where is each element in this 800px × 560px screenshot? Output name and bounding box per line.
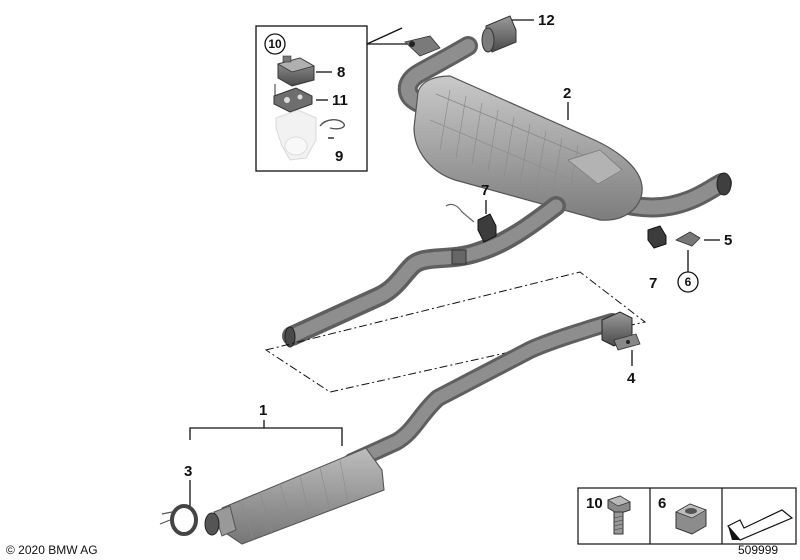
flap-housing-ghost [275,109,317,161]
callout-12: 12 [538,12,555,29]
detail-inset [255,25,410,172]
svg-text:6: 6 [685,275,692,289]
parts-legend: 10 6 [577,487,797,545]
rear-muffler-part [397,35,732,221]
pipe-clamp-part [601,311,641,351]
spring-clip-part [319,119,345,130]
callout-11: 11 [332,92,348,109]
callout-7-top: 7 [481,182,489,199]
flap-actuator-part [276,55,316,87]
shape-symbol-icon [727,509,794,541]
svg-text:10: 10 [268,37,282,51]
circled-callout-6: 6 [677,271,699,293]
tailpipe-trim-part [481,15,517,53]
copyright-text: © 2020 BMW AG [6,543,98,557]
callout-4: 4 [627,370,636,387]
callout-7-right: 7 [649,275,657,292]
callout-5: 5 [724,232,732,249]
legend-label-10: 10 [586,495,603,512]
circled-callout-10: 10 [264,33,286,55]
bolt-icon [607,495,631,535]
hanger-bracket-part [675,231,701,247]
front-pipe-catalyst-part [204,313,621,545]
nut-icon [675,503,707,535]
rubber-mount-part-b [647,225,667,249]
leader-lines [189,19,720,506]
callout-3: 3 [184,463,192,480]
diagram-number: 509999 [738,543,778,557]
callout-2: 2 [563,85,571,102]
callout-8: 8 [337,64,345,81]
gasket-ring-part [159,504,198,536]
rubber-mount-part-a [445,203,497,243]
callout-1: 1 [259,402,267,419]
gasket-plate-part [273,87,313,113]
connection-boundary [264,271,647,393]
center-pipe-part [282,196,566,348]
legend-label-6: 6 [658,495,666,512]
callout-9: 9 [335,148,343,165]
callout-numbers: 12 2 8 11 9 7 5 7 4 1 3 [184,12,732,480]
